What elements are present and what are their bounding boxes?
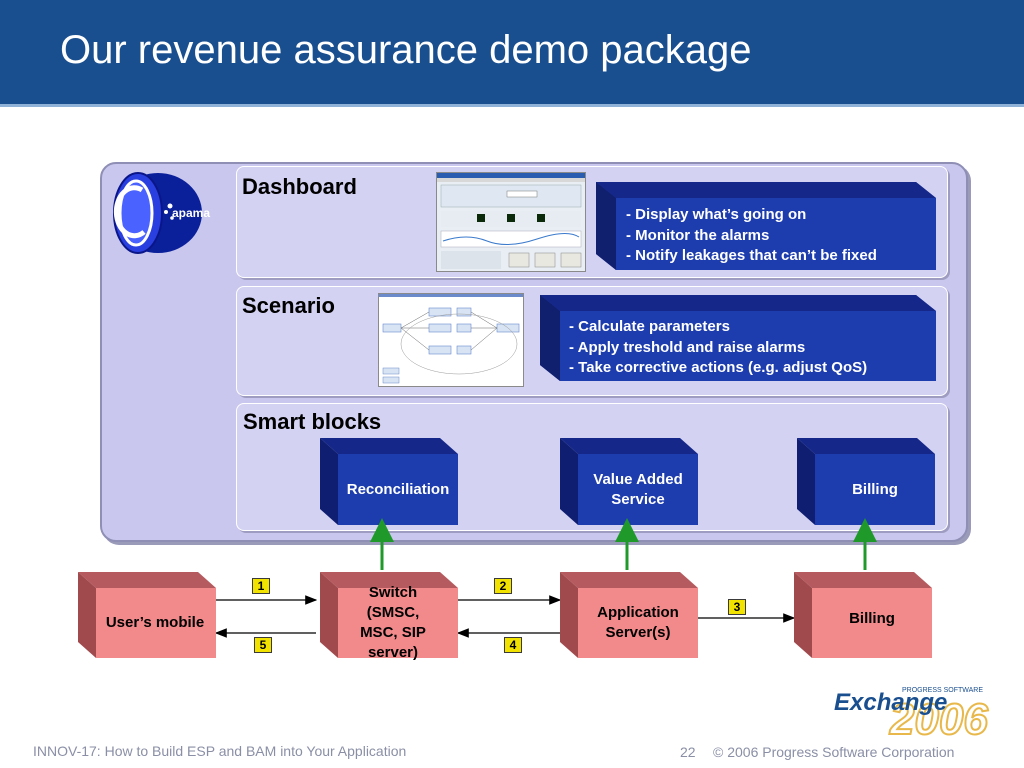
scenario-bullet: - Apply treshold and raise alarms (569, 338, 806, 356)
switch-box: Switch (SMSC, MSC, SIP server) (328, 584, 458, 661)
footer-copyright: © 2006 Progress Software Corporation (713, 744, 955, 760)
apama-logo-text: apama (172, 206, 210, 220)
exchange-2006-logo: 2006 PROGRESS SOFTWARE Exchange (834, 687, 989, 744)
switch-label: Switch (SMSC, MSC, SIP server) (360, 584, 426, 661)
billing-label: Billing (849, 610, 895, 627)
billing-box-shape (794, 572, 932, 658)
scenario-title: Scenario (242, 293, 335, 318)
slide-title: Our revenue assurance demo package (60, 28, 752, 72)
title-bar: Our revenue assurance demo package (0, 0, 1024, 107)
step-badge-4: 4 (504, 637, 522, 653)
scenario-bullets: - Calculate parameters - Apply treshold … (569, 317, 935, 379)
dashboard-bullet: - Monitor the alarms (626, 226, 770, 244)
dashboard-bullets: - Display what’s going on - Monitor the … (626, 205, 936, 267)
scenario-bullet: - Calculate parameters (569, 318, 730, 335)
step-badge-1: 1 (252, 578, 270, 594)
users-mobile-box: User’s mobile (86, 588, 216, 658)
apama-logo: apama (113, 172, 210, 254)
value-added-service-block-shape (560, 438, 698, 525)
users-mobile-label: User’s mobile (105, 614, 205, 631)
dashboard-title: Dashboard (242, 174, 357, 199)
billing-box: Billing (812, 588, 932, 658)
value-added-service-label: Value Added Service (593, 471, 683, 508)
step-badge-2: 2 (494, 578, 512, 594)
users-mobile-box-shape (78, 572, 216, 658)
application-server-label: Application Server(s) (597, 604, 679, 641)
dashboard-screenshot-thumbnail (436, 172, 586, 272)
scenario-bullet: - Take corrective actions (e.g. adjust Q… (569, 359, 868, 376)
billing-smart-block-label: Billing (852, 480, 898, 498)
exchange-logo-brand: PROGRESS SOFTWARE (902, 687, 983, 694)
scenario-bullets-box-shape (540, 295, 936, 381)
switch-box-shape (320, 572, 458, 658)
smart-blocks-title: Smart blocks (243, 409, 382, 434)
step-badge-3: 3 (728, 599, 746, 615)
dashboard-bullet: - Notify leakages that can’t be fixed (626, 247, 877, 264)
reconciliation-block: Reconciliation (338, 454, 458, 525)
billing-block-shape (797, 438, 935, 525)
exchange-logo-year: 2006 (889, 695, 988, 744)
reconciliation-block-shape (320, 438, 458, 525)
dashboard-bullet: - Display what’s going on (626, 206, 807, 223)
footer-page-number: 22 (680, 744, 696, 760)
exchange-logo-name: Exchange (834, 689, 947, 716)
billing-smart-block: Billing (815, 454, 935, 525)
application-server-box-shape (560, 572, 698, 658)
reconciliation-label: Reconciliation (346, 480, 450, 498)
step-badge-5: 5 (254, 637, 272, 653)
application-server-box: Application Server(s) (578, 588, 698, 658)
value-added-service-block: Value Added Service (578, 454, 698, 525)
footer-left-text: INNOV-17: How to Build ESP and BAM into … (33, 743, 407, 759)
scenario-screenshot-thumbnail (378, 293, 524, 387)
dashboard-bullets-box-shape (596, 182, 936, 270)
